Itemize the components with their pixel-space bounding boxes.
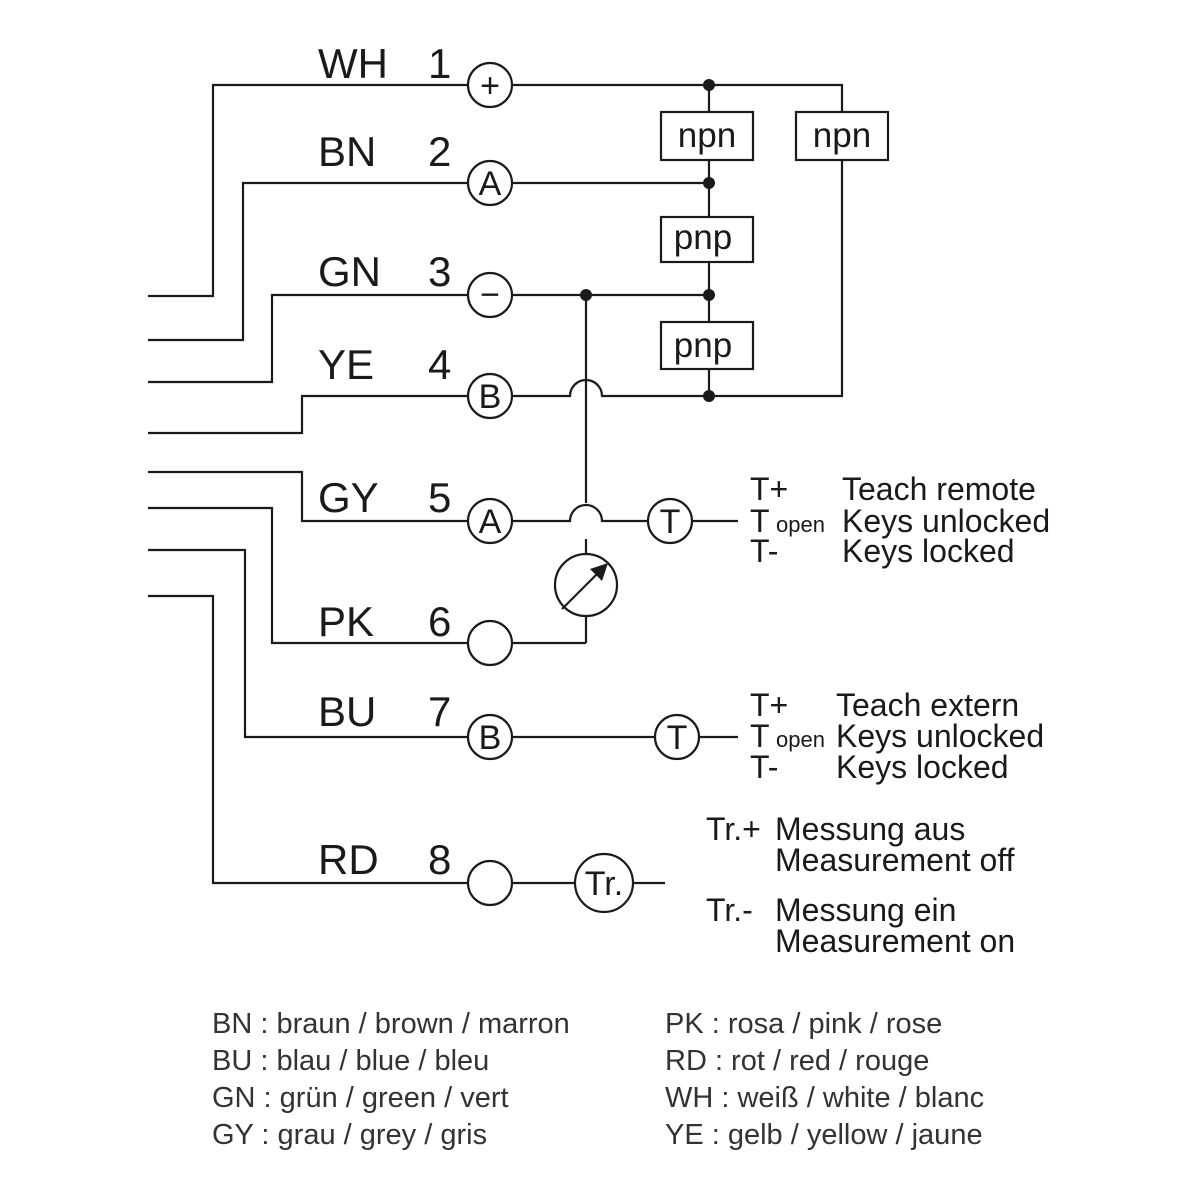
b-symbol: B (479, 378, 502, 416)
teach-remote-tminus: T- (750, 533, 778, 569)
teach-extern-open-desc: Keys unlocked (836, 718, 1044, 754)
legend-entry: BN : braun / brown / marron (212, 1008, 570, 1040)
pin-1-number: 1 (428, 40, 451, 87)
wire-gy-teach (512, 503, 738, 523)
pin-5-color: GY (318, 474, 379, 521)
trigger-annotation: Tr.+ Messung aus Measurement off Tr.- Me… (706, 811, 1015, 959)
pin-1-color: WH (318, 40, 388, 87)
wire-supply-plus (512, 83, 844, 116)
pin-1-terminal: + (466, 61, 514, 109)
b-symbol: B (479, 719, 502, 757)
trigger-minus-line1: Messung ein (775, 892, 956, 928)
trigger-symbol-label: Tr. (585, 865, 623, 903)
teach-remote-topen-sub: open (776, 512, 825, 537)
wire-rd (148, 594, 468, 885)
teach-extern-tplus: T+ (750, 687, 788, 723)
pin-2-terminal: A (466, 159, 514, 207)
npn-left-label: npn (678, 116, 736, 155)
wire-bn (148, 181, 468, 342)
legend-entry: PK : rosa / pink / rose (665, 1008, 942, 1040)
teach-remote-open-desc: Keys unlocked (842, 503, 1050, 539)
pnp-upper-box: pnp (659, 215, 755, 264)
teach-remote-symbol-label: T (660, 503, 681, 541)
pnp-lower-box: pnp (659, 320, 755, 371)
npn-right-label: npn (813, 116, 871, 155)
pin-3-color: GN (318, 248, 381, 295)
teach-extern-topen-sub: open (776, 727, 825, 752)
trigger-plus-label: Tr.+ (706, 811, 761, 847)
plus-symbol: + (480, 67, 500, 105)
teach-extern-symbol-label: T (667, 719, 688, 757)
legend-entry: WH : weiß / white / blanc (665, 1082, 984, 1114)
pin-3-terminal: − (466, 271, 514, 319)
npn-right-box: npn (794, 110, 890, 162)
junction-dot (703, 390, 715, 402)
pin-3-number: 3 (428, 248, 451, 295)
junction-dot (580, 289, 592, 301)
wire-output-b (512, 160, 844, 398)
pin-7-color: BU (318, 688, 376, 735)
wire-pk (148, 506, 468, 645)
trigger-minus-line2: Measurement on (775, 923, 1015, 959)
pin-8-number: 8 (428, 836, 451, 883)
pin-7-number: 7 (428, 688, 451, 735)
a-symbol: A (479, 503, 502, 541)
junction-dot (703, 289, 715, 301)
pin-2-color: BN (318, 128, 376, 175)
teach-extern-annotation: T+ T open T- Teach extern Keys unlocked … (750, 687, 1044, 785)
legend-entry: GY : grau / grey / gris (212, 1119, 487, 1151)
teach-remote-topen: T (750, 503, 770, 539)
trigger-minus-label: Tr.- (706, 892, 753, 928)
pin-6-number: 6 (428, 598, 451, 645)
teach-remote-minus-desc: Keys locked (842, 533, 1015, 569)
pnp-lower-label: pnp (674, 326, 732, 365)
pin-6-terminal (466, 619, 514, 667)
analog-meter-icon (553, 552, 619, 618)
legend-entry: GN : grün / green / vert (212, 1082, 509, 1114)
legend-entry: YE : gelb / yellow / jaune (665, 1119, 983, 1151)
teach-remote-tplus: T+ (750, 471, 788, 507)
junction-dot (703, 177, 715, 189)
minus-symbol: − (480, 276, 500, 314)
wire-bu (148, 548, 468, 739)
teach-remote-annotation: T+ T open T- Teach remote Keys unlocked … (750, 471, 1050, 569)
legend-entry: RD : rot / red / rouge (665, 1045, 929, 1077)
pnp-upper-label: pnp (674, 218, 732, 257)
trigger-plus-line1: Messung aus (775, 811, 965, 847)
wire-gy (148, 470, 468, 523)
wire-gn (148, 293, 468, 384)
a-symbol: A (479, 165, 502, 203)
pin-2-number: 2 (428, 128, 451, 175)
pin-5-terminal: A (466, 497, 514, 545)
npn-left-box: npn (659, 110, 755, 162)
wire-wh (148, 83, 468, 298)
pin-8-terminal (466, 859, 514, 907)
pin-4-terminal: B (466, 372, 514, 420)
teach-remote-symbol: T (646, 497, 694, 545)
pin-4-color: YE (318, 341, 374, 388)
wire-ye (148, 394, 468, 435)
teach-extern-symbol: T (653, 713, 701, 761)
teach-remote-plus-desc: Teach remote (842, 471, 1036, 507)
pin-4-number: 4 (428, 341, 451, 388)
teach-extern-minus-desc: Keys locked (836, 749, 1009, 785)
trigger-symbol: Tr. (573, 852, 635, 914)
color-legend: BN : braun / brown / marron BU : blau / … (212, 1008, 984, 1151)
junction-dot (703, 79, 715, 91)
trigger-plus-line2: Measurement off (775, 842, 1015, 878)
pin-7-terminal: B (466, 713, 514, 761)
pin-8-color: RD (318, 836, 379, 883)
pin-6-color: PK (318, 598, 374, 645)
legend-entry: BU : blau / blue / bleu (212, 1045, 489, 1077)
teach-extern-tminus: T- (750, 749, 778, 785)
teach-extern-plus-desc: Teach extern (836, 687, 1019, 723)
teach-extern-topen: T (750, 718, 770, 754)
pin-5-number: 5 (428, 474, 451, 521)
